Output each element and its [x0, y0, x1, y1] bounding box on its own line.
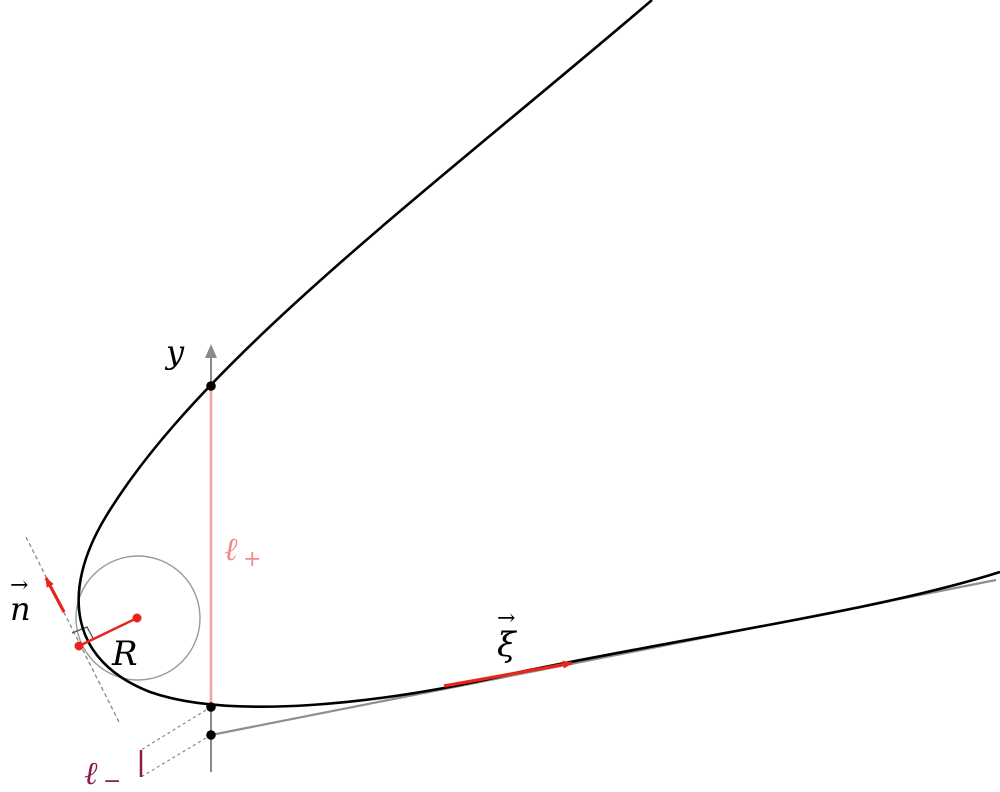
vertex-point — [74, 641, 84, 651]
normal-vector-overarrow: → — [10, 573, 28, 598]
tangent-vector-arrow — [443, 660, 573, 688]
l-minus-sub: − — [103, 769, 121, 792]
point-lower-intersection — [206, 702, 216, 712]
right-angle-marker — [71, 626, 95, 641]
tangent-vector-overarrow: → — [497, 606, 515, 631]
radius-label: R — [111, 634, 138, 674]
y-axis-label: y — [164, 333, 185, 371]
point-secant-intersection — [206, 730, 216, 740]
tangent-vector-letter: ξ — [497, 625, 518, 665]
normal-vector-letter: n — [10, 590, 31, 628]
normal-vector-label: → n — [10, 573, 31, 628]
radius-line — [78, 616, 138, 648]
l-minus-dashed-top — [140, 706, 212, 751]
y-axis-arrowhead — [205, 344, 217, 358]
normal-vector-arrow — [44, 577, 66, 613]
l-minus-base: ℓ — [84, 754, 98, 792]
parabola-curve — [77, 0, 1000, 708]
l-plus-base: ℓ — [224, 530, 238, 568]
l-plus-sub: + — [243, 547, 261, 572]
circle-center-point — [132, 613, 142, 623]
osculating-circle — [75, 555, 201, 681]
l-minus-dashed-bottom — [140, 734, 212, 778]
l-plus-label: ℓ + — [224, 530, 261, 572]
l-minus-label: ℓ − — [84, 754, 121, 792]
tangent-vector-label: → ξ — [497, 606, 518, 665]
point-upper-intersection — [206, 381, 216, 391]
